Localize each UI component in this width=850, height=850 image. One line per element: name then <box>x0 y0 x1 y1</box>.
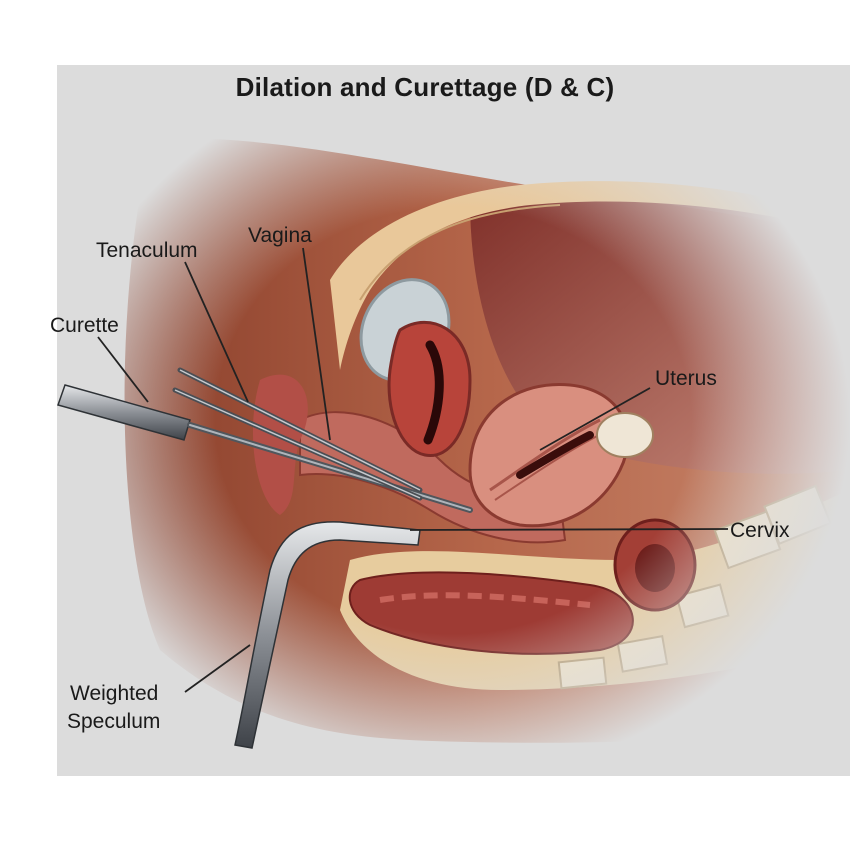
uterus-label: Uterus <box>655 367 717 390</box>
weighted-speculum-label-line1: Weighted <box>70 682 158 705</box>
weighted-speculum-label-line2: Speculum <box>67 710 160 733</box>
page-title: Dilation and Curettage (D & C) <box>235 72 615 102</box>
tenaculum <box>172 367 423 501</box>
curette-label: Curette <box>50 314 119 337</box>
curette <box>57 384 473 513</box>
vagina-label: Vagina <box>248 224 312 247</box>
leader-lines <box>97 247 729 693</box>
cervix-label: Cervix <box>730 519 790 542</box>
tenaculum-label: Tenaculum <box>96 239 198 262</box>
